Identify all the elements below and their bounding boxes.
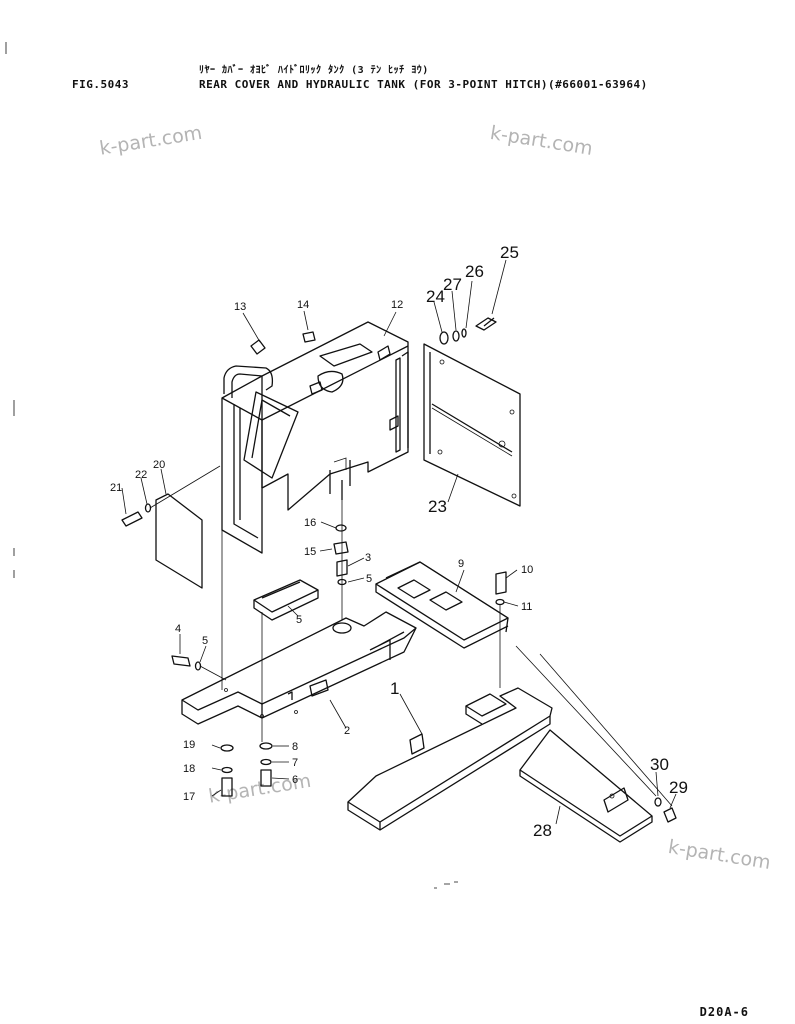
callout-6: 5 xyxy=(296,614,302,626)
callout-8: 7 xyxy=(292,757,298,769)
callout-12: 11 xyxy=(521,601,532,613)
callout-28: 27 xyxy=(443,275,462,294)
rail-part-1 xyxy=(347,687,553,831)
callout-5b: 5 xyxy=(202,635,208,647)
callout-14: 13 xyxy=(234,301,246,313)
print-artifacts xyxy=(5,42,458,889)
callout-20: 19 xyxy=(183,739,195,751)
plate-part-21 xyxy=(155,493,203,589)
page-code: D20A-6 xyxy=(699,1005,749,1019)
plate-part-10 xyxy=(375,561,509,649)
callout-10: 9 xyxy=(458,558,464,570)
callout-27: 26 xyxy=(465,262,484,281)
side-cover-part-24 xyxy=(423,343,521,507)
hydraulic-tank-part-13 xyxy=(221,321,409,554)
callout-26: 25 xyxy=(500,243,519,262)
assembly-lines xyxy=(149,462,673,807)
bracket-part-6 xyxy=(253,579,319,621)
figure-number: FIG.5043 xyxy=(72,78,129,91)
title-english: REAR COVER AND HYDRAULIC TANK (FOR 3-POI… xyxy=(199,78,648,91)
callout-22: 21 xyxy=(110,482,122,494)
callout-19: 18 xyxy=(183,763,195,775)
callout-16: 15 xyxy=(304,546,316,558)
callout-18: 17 xyxy=(183,791,195,803)
title-japanese: ﾘﾔｰ ｶﾊﾞｰ ｵﾖﾋﾞ ﾊｲﾄﾞﾛﾘｯｸ ﾀﾝｸ (3 ﾃﾝ ﾋｯﾁ ﾖｳ) xyxy=(199,65,429,76)
callout-11: 10 xyxy=(521,564,533,576)
callout-24: 23 xyxy=(428,497,447,516)
leader-lines xyxy=(121,259,677,825)
callout-29: 28 xyxy=(533,821,552,840)
callout-labels: 24 27 26 25 13 14 12 23 20 22 21 16 15 3… xyxy=(110,243,688,840)
callout-3: 3 xyxy=(365,552,371,564)
callout-4: 4 xyxy=(175,623,181,635)
plate-part-29 xyxy=(519,729,653,843)
callout-30: 29 xyxy=(669,778,688,797)
callout-9: 8 xyxy=(292,741,298,753)
callout-7: 6 xyxy=(292,774,298,786)
callout-17: 16 xyxy=(304,517,316,529)
callout-5a: 5 xyxy=(366,573,372,585)
callout-23: 22 xyxy=(135,469,147,481)
callout-15: 14 xyxy=(297,299,309,311)
callout-2: 2 xyxy=(344,725,350,737)
lower-frame-part-2 xyxy=(181,611,417,725)
callout-25: 24 xyxy=(426,287,445,306)
callout-13: 12 xyxy=(391,299,403,311)
callout-31: 30 xyxy=(650,755,669,774)
callout-21: 20 xyxy=(153,459,165,471)
callout-1: 1 xyxy=(390,679,399,698)
